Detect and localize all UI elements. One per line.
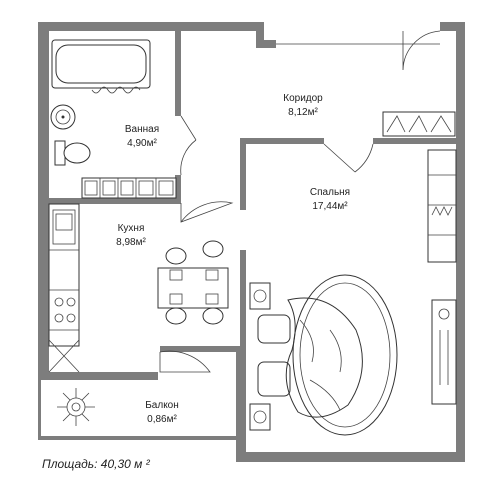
kitchen-area: 8,98м² xyxy=(116,237,146,248)
interior-walls xyxy=(49,31,456,462)
kitchen-fixtures xyxy=(48,203,229,373)
corridor-wardrobe xyxy=(382,111,456,137)
balcony-area: 0,86м² xyxy=(147,414,177,425)
kitchen-name: Кухня xyxy=(118,223,145,234)
balcony-plant xyxy=(57,388,95,426)
bedroom-area: 17,44м² xyxy=(312,201,348,212)
corridor-area: 8,12м² xyxy=(288,107,318,118)
exterior-walls xyxy=(38,22,465,462)
balcony-name: Балкон xyxy=(145,400,179,411)
doors xyxy=(159,30,441,373)
bedroom-fixtures xyxy=(249,149,457,436)
total-area: Площадь: 40,30 м ² xyxy=(42,457,151,471)
bedroom-name: Спальня xyxy=(310,187,350,198)
bath-area: 4,90м² xyxy=(127,138,157,149)
bath-name: Ванная xyxy=(125,124,159,135)
bathroom-fixtures xyxy=(50,39,177,199)
corridor-name: Коридор xyxy=(283,93,323,104)
